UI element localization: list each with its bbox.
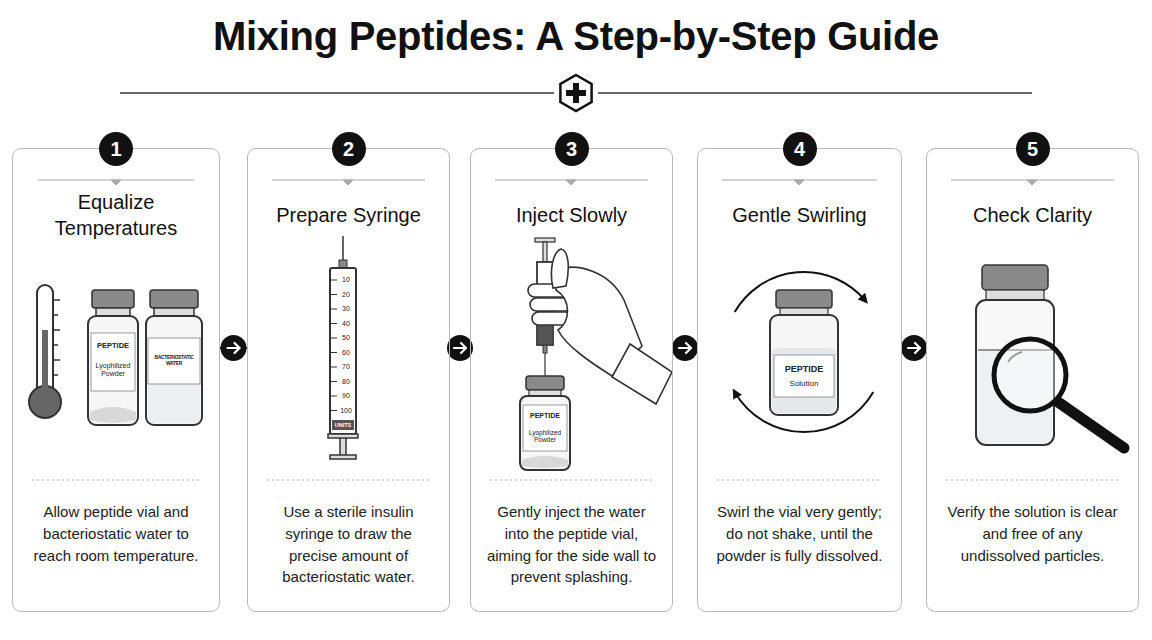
scale-mark: 50 [342, 334, 350, 342]
scale-mark: 20 [342, 291, 350, 299]
arrow-badge [901, 335, 927, 361]
scale-mark: 60 [342, 349, 350, 357]
arrow-badge [221, 335, 247, 361]
scale-mark: 100 [340, 407, 352, 415]
step-heading: Gentle Swirling [708, 186, 891, 244]
magnifier [994, 339, 1124, 448]
swirl-arrows [735, 272, 874, 432]
step-description: Gently inject the water into the peptide… [485, 501, 658, 588]
arrowhead [686, 343, 691, 353]
thermometer [29, 285, 61, 418]
vial-label: Solution [790, 380, 819, 389]
scale-unit: UNITS [335, 422, 352, 428]
arrowhead [915, 343, 920, 353]
scale-mark: 10 [342, 276, 350, 284]
step-number: 5 [1016, 132, 1050, 166]
title: Mixing Peptides: A Step-by-Step Guide [0, 14, 1152, 59]
vial-label: PEPTIDE [785, 364, 824, 374]
arrowhead [461, 343, 466, 353]
insulin-syringe [328, 236, 358, 459]
scale-mark: 90 [342, 392, 350, 400]
vial-label: Lyophilized Powder [524, 429, 566, 444]
step-heading: Inject Slowly [481, 186, 662, 244]
step-connector-group [220, 335, 247, 361]
step-connector-group [672, 335, 698, 361]
water-vial [146, 290, 202, 425]
title-rule [120, 75, 1032, 111]
vial-step3 [520, 376, 570, 470]
step-number: 4 [783, 132, 817, 166]
peptide-vial [88, 290, 138, 425]
vial-label: PEPTIDE [530, 412, 560, 420]
step-panel: 1Equalize TemperaturesAllow peptide vial… [12, 148, 220, 612]
scale-mark: 40 [342, 320, 350, 328]
step-description: Use a sterile insulin syringe to draw th… [262, 501, 435, 588]
scale-mark: 70 [342, 363, 350, 371]
vial-label: PEPTIDE [97, 342, 129, 350]
step-panel: 3Inject SlowlyGently inject the water in… [470, 148, 673, 612]
gloved-hand [528, 249, 672, 404]
scale-mark: 80 [342, 378, 350, 386]
scale-mark: 30 [342, 305, 350, 313]
arrowhead [235, 343, 240, 353]
vial-label: Lyophilized Powder [92, 362, 134, 378]
step-number: 2 [332, 132, 366, 166]
solution-vial [770, 290, 838, 415]
arrow-badge [672, 335, 698, 361]
step-number: 1 [99, 132, 133, 166]
step-description: Swirl the vial very gently; do not shake… [712, 501, 887, 566]
vial-label: BACTERIOSTATIC WATER [150, 355, 198, 366]
step-description: Allow peptide vial and bacteriostatic wa… [27, 501, 205, 566]
step-panel: 5Check ClarityVerify the solution is cle… [926, 148, 1139, 612]
step-number: 3 [555, 132, 589, 166]
step-description: Verify the solution is clear and free of… [941, 501, 1124, 566]
step-connector-group [901, 335, 927, 361]
step-heading: Equalize Temperatures [23, 186, 209, 244]
step-heading: Check Clarity [937, 186, 1128, 244]
step-heading: Prepare Syringe [258, 186, 439, 244]
panel-rules [32, 180, 1119, 480]
